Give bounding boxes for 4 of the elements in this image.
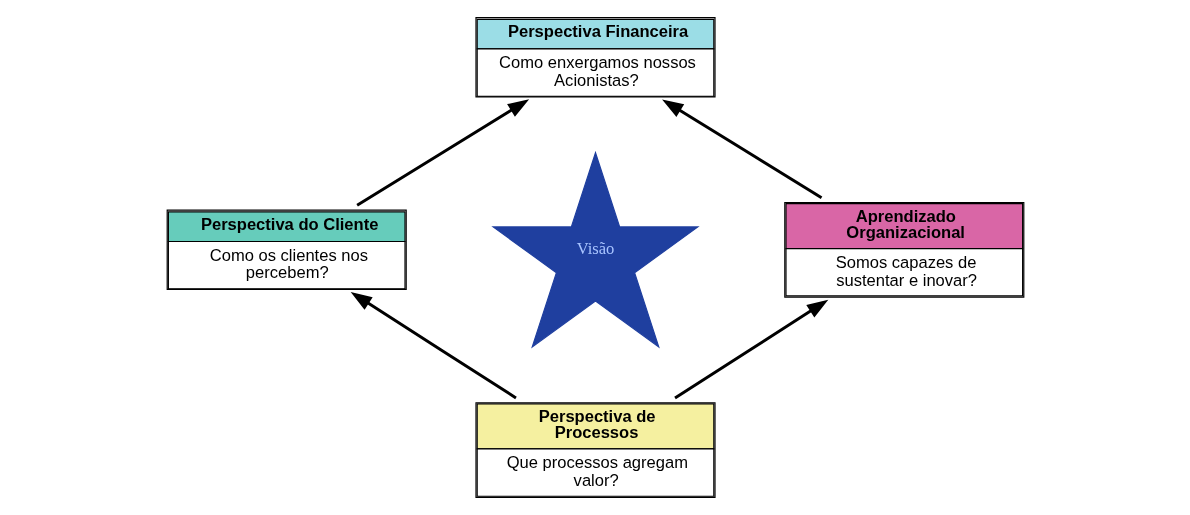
arrow xyxy=(661,99,822,199)
arrow xyxy=(350,292,517,400)
arrow xyxy=(673,299,828,400)
arrow xyxy=(355,99,529,207)
